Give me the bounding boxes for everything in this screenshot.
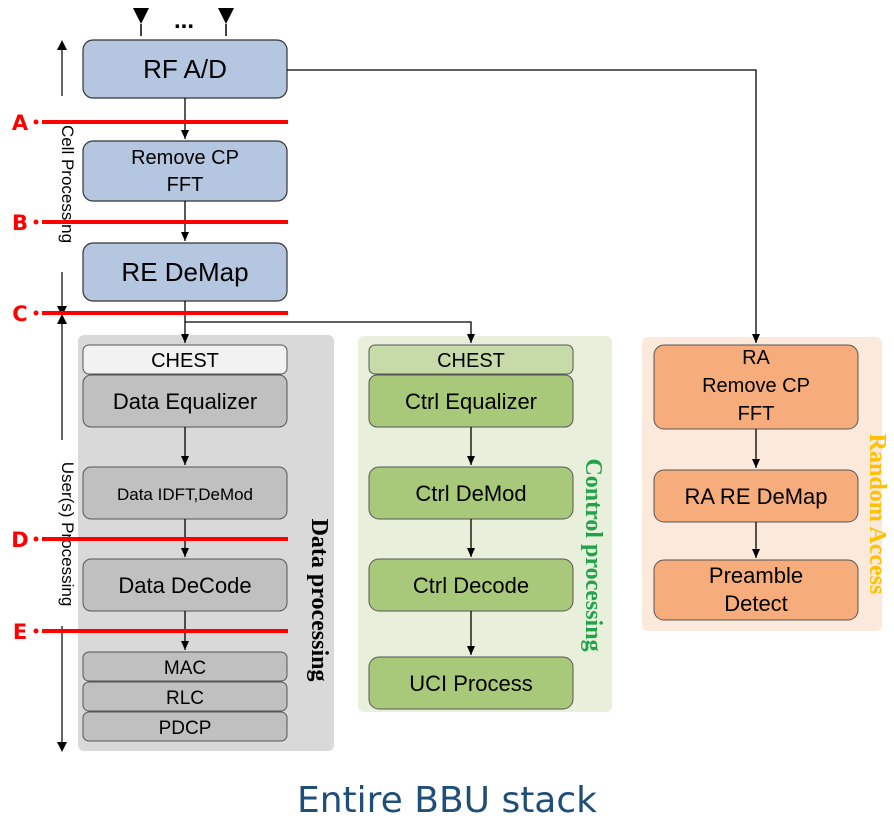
cut-line-a — [33, 119, 288, 125]
ra-re-demap-label: RA RE DeMap — [684, 484, 827, 509]
cut-line-e — [33, 628, 288, 634]
ctrl-equalizer-label: Ctrl Equalizer — [405, 389, 537, 414]
detect-label: Detect — [724, 591, 788, 616]
data-processing-panel — [78, 335, 334, 751]
ctrl-demod-label: Ctrl DeMod — [415, 481, 526, 506]
data-processing-title: Data processing — [306, 519, 332, 682]
re-demap-label: RE DeMap — [121, 257, 248, 287]
ctrl-decode-label: Ctrl Decode — [413, 573, 529, 598]
remove-cp-label: Remove CP — [131, 147, 239, 169]
preamble-detect-block — [653, 559, 859, 621]
cut-label-e: E — [13, 620, 27, 644]
preamble-label: Preamble — [709, 563, 803, 588]
ra-label: RA — [742, 347, 770, 369]
antenna-icon — [133, 8, 149, 36]
mac-block — [82, 651, 288, 682]
pdcp-block — [82, 711, 288, 742]
control-processing-panel — [358, 336, 612, 712]
rlc-block — [82, 681, 288, 712]
pdcp-label: PDCP — [159, 718, 212, 739]
mac-label: MAC — [164, 658, 206, 679]
cut-line-d — [33, 536, 288, 542]
ra-fft-label: FFT — [738, 403, 775, 425]
fft-label: FFT — [167, 174, 204, 196]
data-decode-label: Data DeCode — [118, 573, 251, 598]
cut-label-a: A — [12, 111, 29, 135]
rlc-label: RLC — [166, 688, 204, 709]
cell-processing-label: Cell Processing — [58, 125, 77, 243]
uci-process-block — [368, 656, 574, 710]
random-access-title: Random Access — [864, 434, 890, 595]
uci-process-label: UCI Process — [409, 671, 532, 696]
antenna-dots: ... — [174, 7, 194, 34]
cut-label-c: C — [12, 302, 27, 326]
caption: Entire BBU stack — [296, 780, 598, 821]
antenna-icon — [218, 8, 234, 36]
ctrl-chest-block — [368, 344, 574, 375]
users-processing-label: User(s) Processing — [58, 462, 77, 607]
ctrl-chest-label: CHEST — [437, 350, 505, 372]
cut-label-b: B — [12, 211, 28, 235]
cut-line-b — [33, 219, 288, 225]
data-equalizer-label: Data Equalizer — [113, 389, 257, 414]
data-chest-label: CHEST — [151, 350, 219, 372]
control-processing-title: Control processing — [580, 458, 606, 651]
ra-remove-cp-label: Remove CP — [702, 375, 810, 397]
data-chest-block — [82, 344, 288, 375]
rf-ad-label: RF A/D — [143, 54, 227, 84]
cut-line-c — [33, 310, 288, 316]
data-idft-label: Data IDFT,DeMod — [117, 485, 253, 504]
cut-label-d: D — [11, 528, 28, 552]
